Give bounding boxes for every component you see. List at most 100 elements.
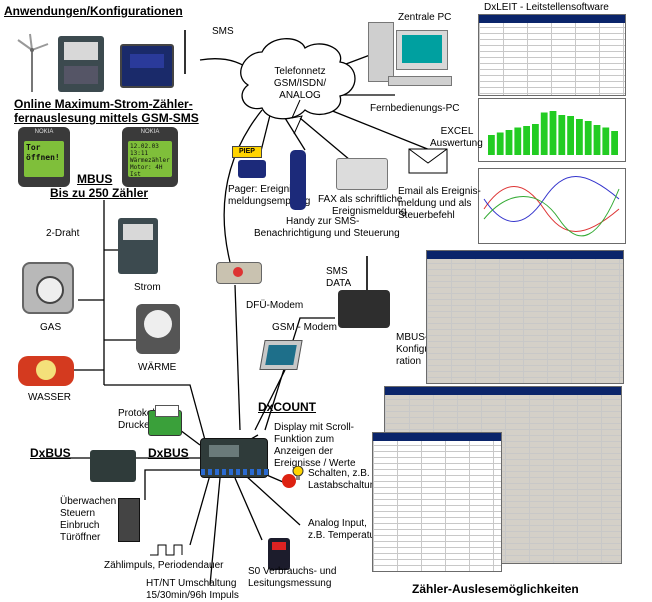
gsm-box-icon (120, 44, 174, 88)
mbus-to-dxcount-line (104, 384, 206, 441)
zaehlimpuls-label: Zählimpuls, Periodendauer (104, 560, 224, 571)
gas-label: GAS (40, 322, 62, 333)
pc-monitor-icon (396, 30, 448, 70)
phone-left-line2: öffnen! (26, 153, 60, 162)
phone-screen-right: 12.02.03 13:11 Wärmezähler Motor: 4H Ist (128, 141, 172, 178)
phone-icon-right: NOKIA 12.02.03 13:11 Wärmezähler Motor: … (122, 127, 178, 187)
display-label-1: Display mit Scroll- (274, 422, 355, 433)
excel-label-2: Auswertung (430, 138, 483, 149)
dxbus-left-label: DxBUS (30, 446, 71, 460)
s0-label-1: S0 Verbrauchs- und (248, 566, 337, 577)
fern-pc-label: Fernbedienungs-PC (370, 103, 460, 114)
s0-meter-icon (268, 538, 290, 570)
strom-meter-2-icon (118, 218, 158, 274)
dfu-modem-icon (216, 262, 262, 284)
gas-meter-icon (22, 262, 74, 314)
dxbus-module-icon (90, 450, 136, 482)
auslese-label: Zähler-Auslesemöglichkeiten (412, 582, 579, 596)
excel-bar-11 (576, 119, 583, 155)
protokoll-label-1: Protokoll (118, 408, 157, 419)
mbus-config-window (426, 250, 624, 384)
email-label-3: Steuerbefehl (398, 210, 455, 221)
analog-label-1: Analog Input, (308, 518, 367, 529)
pager-label-1: Pager: Ereignis- (228, 184, 300, 195)
output-s0-line (234, 477, 263, 541)
fax-icon (336, 158, 388, 190)
mbus-subheading: Bis zu 250 Zähler (50, 186, 149, 200)
online-heading-2: fernauslesung mittels GSM-SMS (14, 111, 199, 125)
phone-screen-left: Tor öffnen! (24, 141, 64, 177)
ueberwachen-label-1: Überwachen (60, 496, 117, 507)
phone-icon-left: NOKIA Tor öffnen! (18, 127, 70, 187)
pager-label-2: meldungsempfang (228, 196, 311, 207)
dxleit-window (478, 14, 626, 96)
handy-label-1: Handy zur SMS- (286, 216, 360, 227)
excel-bar-8 (549, 111, 557, 155)
output-door-line (144, 469, 205, 500)
schalten-label-2: Lastabschaltung (308, 480, 381, 491)
antenna-icon (180, 30, 190, 74)
lightning-icon (291, 99, 303, 135)
excel-bar-9 (558, 115, 566, 155)
sms-data-label-2: DATA (326, 278, 352, 289)
cloud-to-dfu-line (223, 109, 263, 263)
mbus-konf-label-2: Konfigu- (396, 344, 434, 355)
gsm-modem-icon (338, 290, 390, 328)
mbus-konf-label-1: MBUS- (396, 332, 429, 343)
excel-bar-13 (593, 125, 601, 155)
excel-chart-window (478, 98, 626, 162)
excel-bar-7 (540, 112, 548, 155)
laptop-link (254, 369, 286, 431)
gsm-modem-link (264, 317, 335, 431)
gsm-modem-label: GSM - Modem (272, 322, 338, 333)
display-label-4: Ereignisse / Werte (274, 458, 356, 469)
excel-bar-5 (523, 126, 530, 155)
output-zaehlimpuls-line (189, 474, 211, 546)
fax-label-1: FAX als schriftliche (318, 194, 403, 205)
pulse-symbol (150, 544, 183, 556)
sms-data-label-1: SMS (326, 266, 348, 277)
wind-turbine-icon (14, 30, 50, 92)
mbus-konf-label-3: ration (396, 356, 422, 367)
strom-meter-icon (58, 36, 104, 92)
email-label-1: Email als Ereignis- (398, 186, 481, 197)
light-bulb-icon (292, 465, 304, 480)
pc-tower-icon (368, 22, 394, 82)
printer-line (179, 429, 201, 446)
mbus-heading: MBUS (77, 172, 113, 186)
keyboard-icon (388, 76, 452, 86)
ueberwachen-label-2: Steuern (60, 508, 96, 519)
phone-left-line1: Tor (26, 143, 41, 152)
dxbus-right-label: DxBUS (148, 446, 189, 460)
network-label-1: Telefonnetz (274, 66, 326, 77)
schalten-label-1: Schalten, z.B. (308, 468, 370, 479)
pager-icon (238, 160, 266, 178)
ueberwachen-label-4: Türöffner (60, 532, 101, 543)
waerme-label: WÄRME (138, 362, 177, 373)
line-chart-graphic (483, 176, 620, 237)
excel-bar-chart (488, 111, 618, 155)
zentrale-pc-label: Zentrale PC (398, 12, 452, 23)
dxcount-label: DxCOUNT (258, 400, 317, 414)
page-title: Anwendungen/Konfigurationen (4, 4, 183, 18)
dfu-label: DFÜ-Modem (246, 300, 304, 311)
waerme-meter-icon (136, 304, 180, 354)
dxleit-label: DxLEIT - Leitstellensoftware (484, 2, 609, 13)
excel-bar-1 (488, 135, 495, 155)
handy-icon (290, 150, 306, 210)
network-label-2: GSM/ISDN/ (273, 78, 327, 89)
strom-label: Strom (134, 282, 161, 293)
phone-right-line2: Wärmezähler (130, 157, 170, 164)
gsm-antenna-icon (364, 256, 370, 292)
excel-bar-15 (611, 131, 618, 155)
laptop-icon (259, 340, 303, 370)
excel-bar-4 (514, 127, 522, 155)
excel-bar-12 (584, 121, 592, 155)
sms-label: SMS (212, 26, 234, 37)
pager-badge: PIEP (232, 146, 262, 158)
htnt-label-2: 15/30min/96h Impuls (146, 590, 239, 601)
fax-label-2: Ereignismeldung (332, 206, 407, 217)
cloud-to-email-line (329, 109, 431, 151)
